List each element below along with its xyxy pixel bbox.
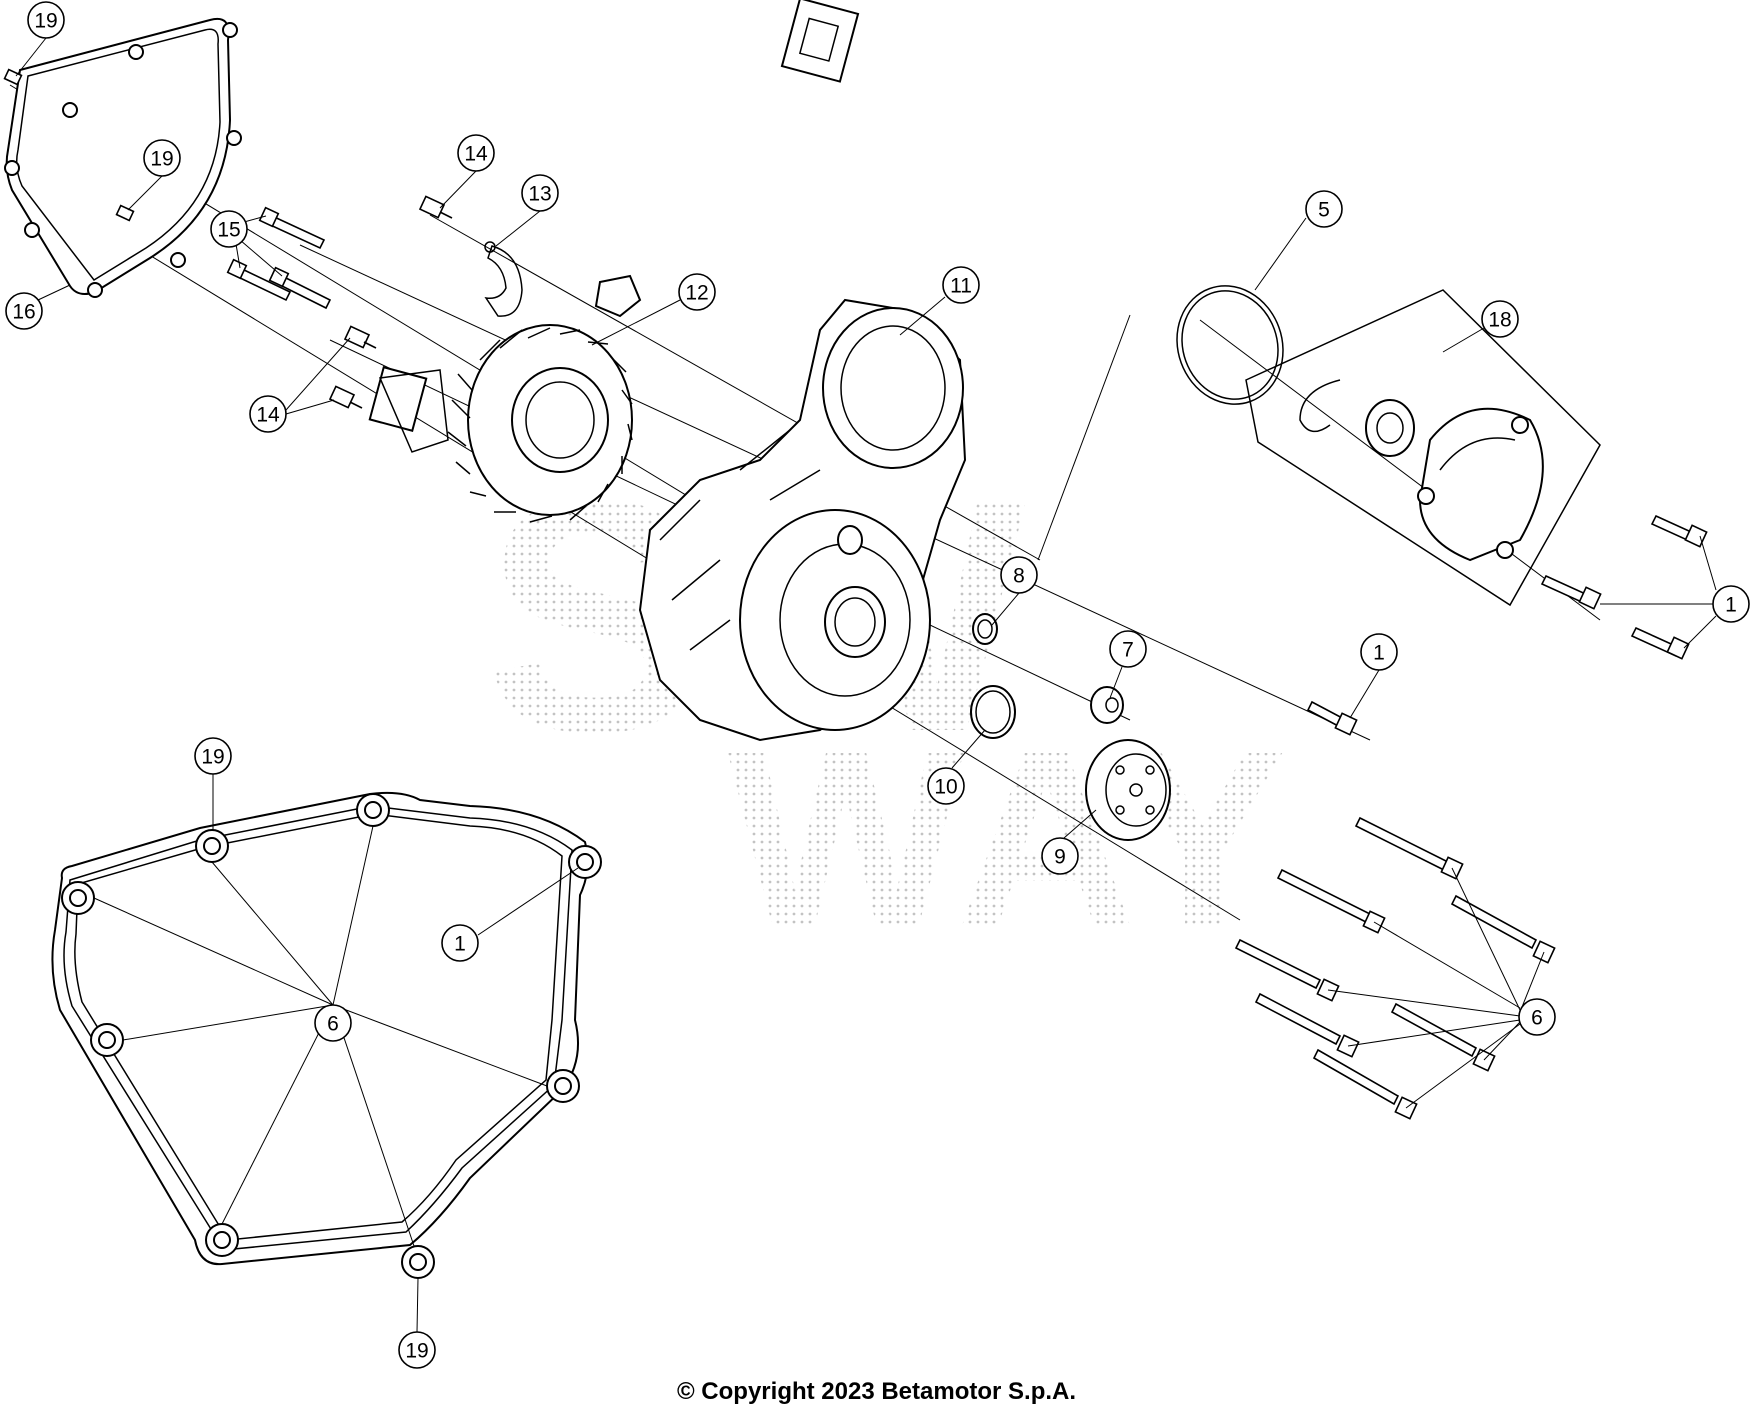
- callout-label: 7: [1122, 639, 1134, 662]
- callout-label: 14: [256, 404, 280, 427]
- callout-label: 19: [405, 1340, 428, 1363]
- callout-label: 19: [150, 148, 173, 171]
- callout-label: 1: [1373, 642, 1385, 665]
- callout-label: 18: [1488, 309, 1511, 332]
- callout-18: 18: [1481, 300, 1519, 338]
- o-ring-5: [1176, 285, 1284, 405]
- callout-circle: [441, 924, 479, 962]
- callout-8: 8: [1000, 556, 1038, 594]
- callout-6: 6: [314, 1004, 352, 1042]
- callout-label: 14: [464, 143, 488, 166]
- copyright-notice: © Copyright 2023 Betamotor S.p.A.: [676, 1378, 1077, 1405]
- callout-10: 10: [927, 767, 965, 805]
- callout-14: 14: [457, 134, 495, 172]
- callout-circle: [210, 210, 248, 248]
- dowel-pins-19: [3, 68, 135, 222]
- callout-circle: [249, 395, 287, 433]
- callout-label: 19: [34, 10, 57, 33]
- callout-label: 10: [934, 776, 957, 799]
- plug-7: [1090, 686, 1124, 724]
- callout-circle: [143, 139, 181, 177]
- callout-label: 11: [950, 275, 972, 298]
- callout-label: 12: [685, 282, 708, 305]
- kit-18: [1245, 289, 1601, 607]
- seal-10: [970, 685, 1016, 739]
- callout-label: 5: [1318, 199, 1330, 222]
- callout-13: 13: [521, 174, 559, 212]
- callout-15: 15: [210, 210, 248, 248]
- callout-label: 9: [1054, 846, 1066, 869]
- callout-circle: [521, 174, 559, 212]
- callout-1: 1: [1712, 585, 1750, 623]
- callout-label: 15: [217, 219, 240, 242]
- callout-circle: [314, 1004, 352, 1042]
- callout-circle: [1518, 998, 1556, 1036]
- callout-16: 16: [5, 292, 43, 330]
- callout-circle: [1481, 300, 1519, 338]
- crankcase-cover-11: [638, 298, 967, 742]
- svg-text:WAY: WAY: [728, 699, 1293, 978]
- small-cover-gasket: [4, 18, 242, 298]
- callout-circle: [27, 1, 65, 39]
- callout-label: 13: [528, 183, 551, 206]
- callout-circle: [1305, 190, 1343, 228]
- callout-19: 19: [27, 1, 65, 39]
- bolts-6: [1234, 816, 1556, 1120]
- callout-circle: [1360, 633, 1398, 671]
- callout-5: 5: [1305, 190, 1343, 228]
- callout-12: 12: [678, 273, 716, 311]
- callout-1: 1: [1360, 633, 1398, 671]
- callout-circle: [1109, 630, 1147, 668]
- screws-14: [328, 195, 453, 409]
- callout-label: 6: [327, 1013, 339, 1036]
- callout-circle: [678, 273, 716, 311]
- callout-circle: [1000, 556, 1038, 594]
- cable-clamp-13: [484, 241, 523, 317]
- callout-6: 6: [1518, 998, 1556, 1036]
- callout-19: 19: [194, 737, 232, 775]
- callout-9: 9: [1041, 837, 1079, 875]
- callout-circle: [1712, 585, 1750, 623]
- leader-lines: [15, 37, 1717, 1333]
- bolts-15: [226, 206, 332, 310]
- callout-label: 8: [1013, 565, 1025, 588]
- callout-11: 11: [942, 266, 980, 304]
- callout-label: 6: [1531, 1007, 1543, 1030]
- callout-19: 19: [143, 139, 181, 177]
- callout-label: 1: [1725, 594, 1737, 617]
- callout-label: 19: [201, 746, 224, 769]
- callout-circle: [1041, 837, 1079, 875]
- callout-circle: [398, 1331, 436, 1369]
- seal-8: [972, 613, 998, 645]
- callout-circle: [457, 134, 495, 172]
- callout-14: 14: [249, 395, 287, 433]
- rotor-9: [1085, 739, 1171, 841]
- callout-circle: [942, 266, 980, 304]
- stator-12: [368, 324, 633, 523]
- callout-1: 1: [441, 924, 479, 962]
- callout-label: 16: [12, 301, 35, 324]
- callout-7: 7: [1109, 630, 1147, 668]
- stator-cable: [594, 0, 860, 318]
- callout-19: 19: [398, 1331, 436, 1369]
- callout-circle: [927, 767, 965, 805]
- callout-label: 1: [454, 933, 466, 956]
- callout-circle: [5, 292, 43, 330]
- callout-circle: [194, 737, 232, 775]
